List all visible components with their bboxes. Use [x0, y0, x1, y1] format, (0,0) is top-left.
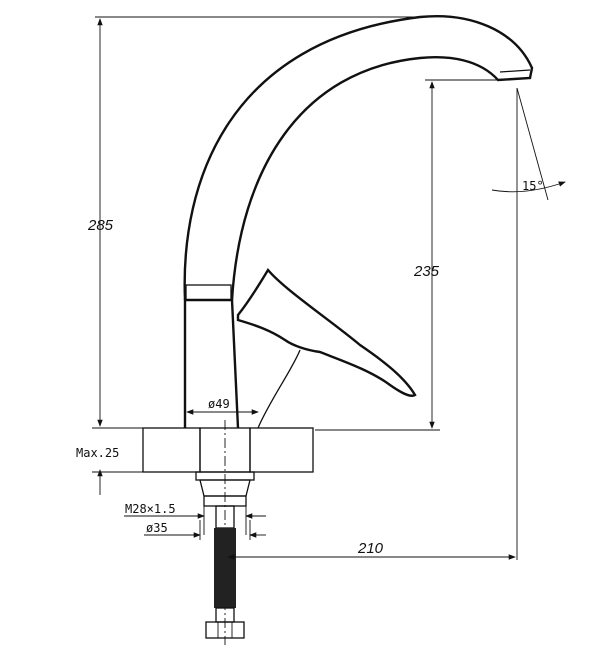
- total-height-label: 285: [87, 217, 114, 234]
- dimension-spout-height: 235: [315, 79, 500, 431]
- dimension-base-diameter: ø49: [186, 397, 259, 415]
- dimension-counter-thickness: Max.25: [76, 446, 143, 495]
- thread-label: M28×1.5: [125, 502, 176, 516]
- shank-diameter-label: ø35: [146, 521, 168, 535]
- dimension-thread: M28×1.5: [124, 500, 266, 535]
- max-thickness-label: Max.25: [76, 446, 119, 460]
- dimension-spout-reach: 210: [227, 540, 516, 560]
- supply-hose: [205, 505, 245, 639]
- base-diameter-label: ø49: [208, 397, 230, 411]
- dimension-shank-diameter: ø35: [144, 520, 266, 540]
- faucet-body: [183, 15, 534, 507]
- dimension-total-height: 285: [87, 16, 420, 429]
- spout-angle-label: 15°: [522, 179, 544, 193]
- spout-height-label: 235: [413, 263, 440, 280]
- spout-reach-label: 210: [357, 540, 384, 557]
- dimension-spout-angle: 15°: [491, 87, 566, 560]
